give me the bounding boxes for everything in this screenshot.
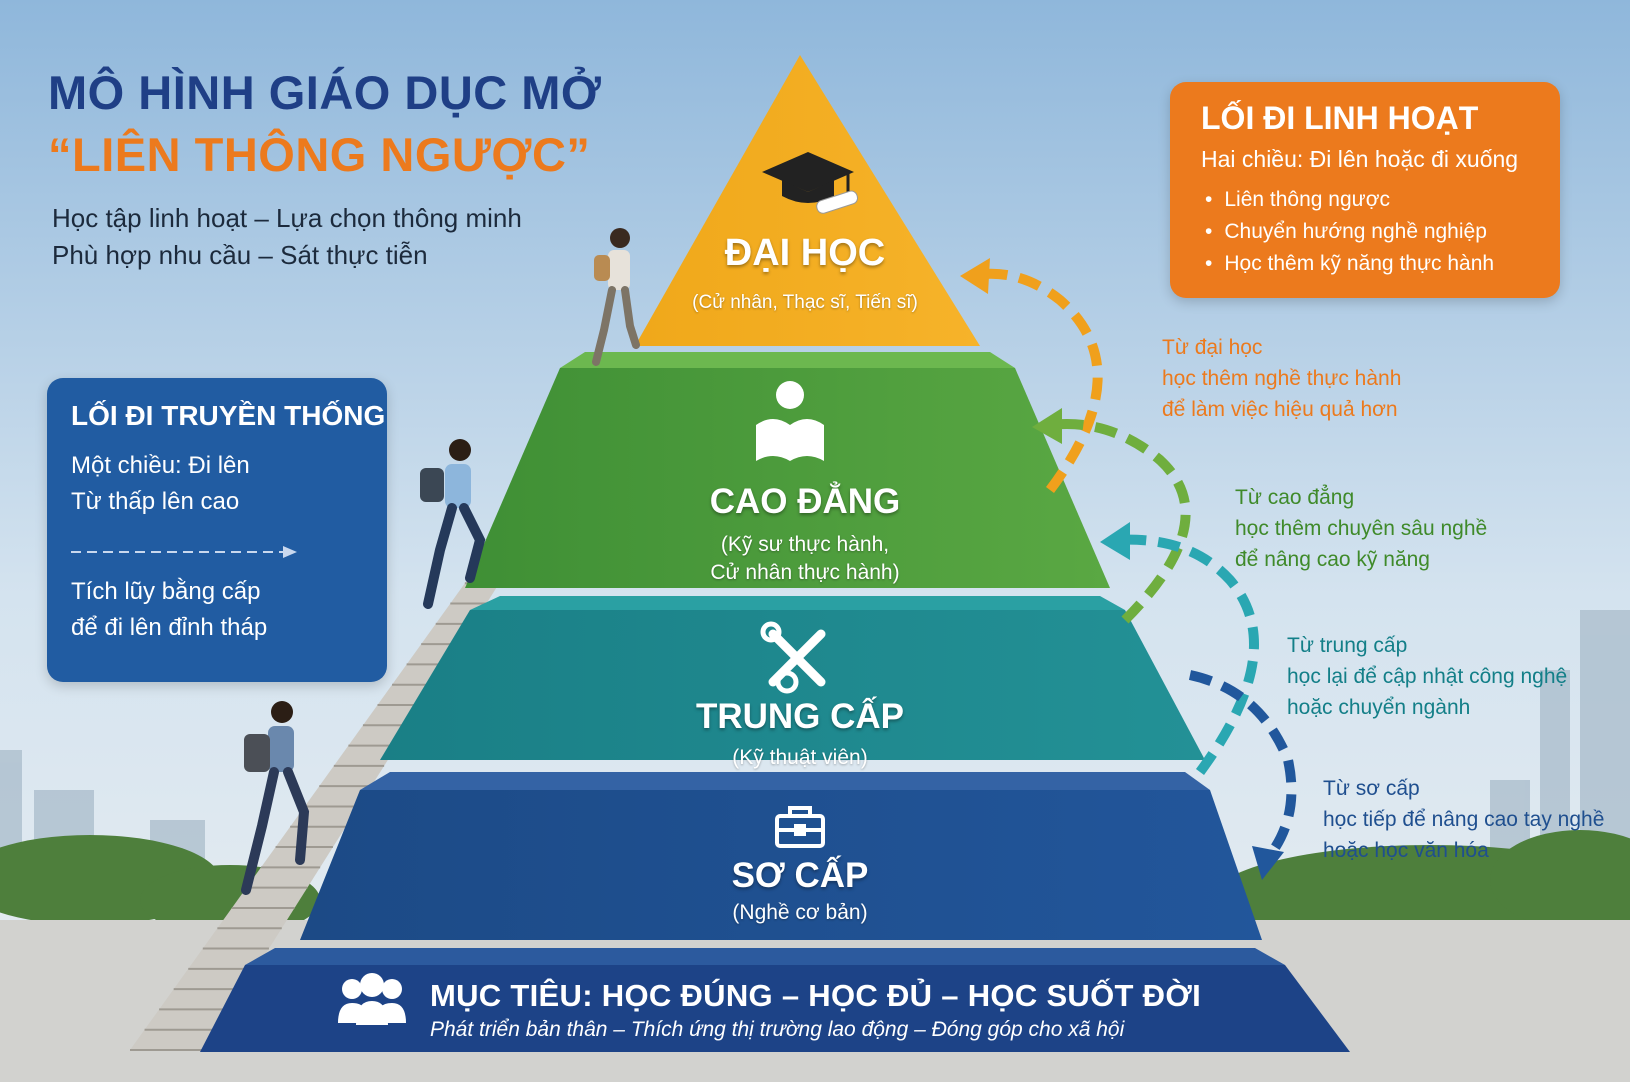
dashed-arrow-right-icon: [71, 546, 297, 558]
note-line: Từ đại học: [1162, 336, 1263, 359]
goal-heading: MỤC TIÊU: HỌC ĐÚNG – HỌC ĐỦ – HỌC SUỐT Đ…: [430, 978, 1202, 1013]
wrench-gear-icon: [760, 621, 826, 694]
level-trung-cap-subtitle: (Kỹ thuật viên): [732, 746, 868, 769]
goal-subheading: Phát triển bản thân – Thích ứng thị trườ…: [430, 1018, 1125, 1041]
level-cao-dang-subtitle-2: Cử nhân thực hành): [710, 561, 900, 584]
title-line2: “LIÊN THÔNG NGƯỢC”: [48, 128, 591, 181]
traditional-path-box: LỐI ĐI TRUYỀN THỐNG Một chiều: Đi lên Từ…: [47, 378, 387, 682]
flexible-path-box: LỐI ĐI LINH HOẠT Hai chiều: Đi lên hoặc …: [1170, 82, 1560, 298]
graduation-cap-icon: [762, 152, 859, 214]
flexible-bullet: Chuyển hướng nghề nghiệp: [1201, 216, 1494, 248]
arrow-to-dai-hoc: [974, 268, 1103, 493]
note-line: học tiếp để nâng cao tay nghề: [1323, 808, 1605, 831]
traditional-line1: Một chiều: Đi lên: [71, 452, 250, 479]
note-cao-dang: Từ cao đẳng học thêm chuyên sâu nghề để …: [1235, 482, 1487, 575]
traditional-line3: Tích lũy bằng cấp: [71, 578, 261, 605]
level-dai-hoc-subtitle: (Cử nhân, Thạc sĩ, Tiến sĩ): [692, 292, 918, 313]
level-so-cap: [300, 790, 1262, 940]
note-line: hoặc học văn hóa: [1323, 839, 1489, 862]
note-dai-hoc: Từ đại học học thêm nghề thực hành để là…: [1162, 332, 1401, 425]
level-so-cap-subtitle: (Nghề cơ bản): [732, 901, 868, 924]
level-so-cap-title: SƠ CẤP: [731, 856, 869, 895]
climber-bottom: [241, 701, 310, 895]
arrow-to-so-cap: [1188, 670, 1297, 858]
note-line: học lại để cập nhật công nghệ: [1287, 665, 1568, 688]
note-so-cap: Từ sơ cấp học tiếp để nâng cao tay nghề …: [1323, 773, 1604, 866]
level-trung-cap-title: TRUNG CẤP: [695, 697, 905, 736]
flexible-bullets: Liên thông ngược Chuyển hướng nghề nghiệ…: [1201, 184, 1494, 280]
note-line: Từ sơ cấp: [1323, 777, 1420, 800]
title-line1: MÔ HÌNH GIÁO DỤC MỞ: [48, 66, 602, 119]
flexible-bullet: Liên thông ngược: [1201, 184, 1494, 216]
note-line: học thêm nghề thực hành: [1162, 367, 1402, 390]
note-line: Từ trung cấp: [1287, 634, 1408, 657]
note-trung-cap: Từ trung cấp học lại để cập nhật công ng…: [1287, 630, 1567, 723]
note-line: hoặc chuyển ngành: [1287, 696, 1471, 719]
people-group-icon: [338, 973, 406, 1025]
level-trung-cap: [380, 610, 1205, 760]
climber-top: [592, 228, 640, 366]
traditional-line2: Từ thấp lên cao: [71, 488, 240, 515]
arrow-to-cao-dang: [1049, 419, 1191, 624]
toolbox-icon: [775, 806, 825, 848]
flexible-subheading: Hai chiều: Đi lên hoặc đi xuống: [1201, 146, 1519, 172]
level-cao-dang: [465, 368, 1110, 588]
page-title: MÔ HÌNH GIÁO DỤC MỞ “LIÊN THÔNG NGƯỢC”: [48, 62, 602, 186]
climber-middle: [420, 439, 486, 609]
level-dai-hoc-title: ĐẠI HỌC: [724, 232, 886, 274]
level-cao-dang-subtitle-1: (Kỹ sư thực hành,: [720, 533, 890, 556]
subtitle-line1: Học tập linh hoạt – Lựa chọn thông minh: [52, 203, 522, 233]
reader-icon: [756, 381, 824, 461]
flexible-bullet: Học thêm kỹ năng thực hành: [1201, 248, 1494, 280]
subtitle-line2: Phù hợp nhu cầu – Sát thực tiễn: [52, 240, 428, 270]
page-subtitle: Học tập linh hoạt – Lựa chọn thông minh …: [52, 200, 522, 274]
traditional-heading: LỐI ĐI TRUYỀN THỐNG: [71, 400, 386, 431]
traditional-line4: để đi lên đỉnh tháp: [71, 614, 268, 641]
level-cao-dang-title: CAO ĐẲNG: [709, 482, 901, 521]
note-line: để làm việc hiệu quả hơn: [1162, 398, 1398, 421]
note-line: để nâng cao kỹ năng: [1235, 548, 1430, 571]
note-line: học thêm chuyên sâu nghề: [1235, 517, 1488, 540]
flexible-heading: LỐI ĐI LINH HOẠT: [1201, 100, 1479, 136]
note-line: Từ cao đẳng: [1235, 486, 1355, 509]
arrow-to-trung-cap: [1117, 534, 1259, 775]
goal-base: [200, 965, 1350, 1052]
